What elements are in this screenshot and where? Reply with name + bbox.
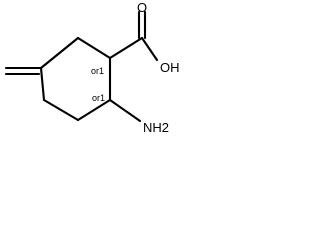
bond-c-n <box>108 98 142 123</box>
bond-c5-c6 <box>39 66 46 102</box>
stereo-label-c2: or1 <box>92 93 105 103</box>
atom-amine-label: NH2 <box>143 120 169 135</box>
stereo-label-c1: or1 <box>91 66 104 76</box>
chemical-structure-diagram: O OH NH2 or1 or1 <box>4 0 180 135</box>
bond-c-carboxyl <box>108 36 144 60</box>
bond-c3-c4 <box>76 36 112 60</box>
bond-c-oh <box>140 36 159 62</box>
atom-oxygen-label: O <box>137 0 147 15</box>
atom-hydroxyl-label: OH <box>160 60 180 75</box>
bond-c6-c1 <box>42 98 80 122</box>
bond-c1-c2 <box>76 98 112 122</box>
bond-c5-c4 <box>39 36 80 70</box>
